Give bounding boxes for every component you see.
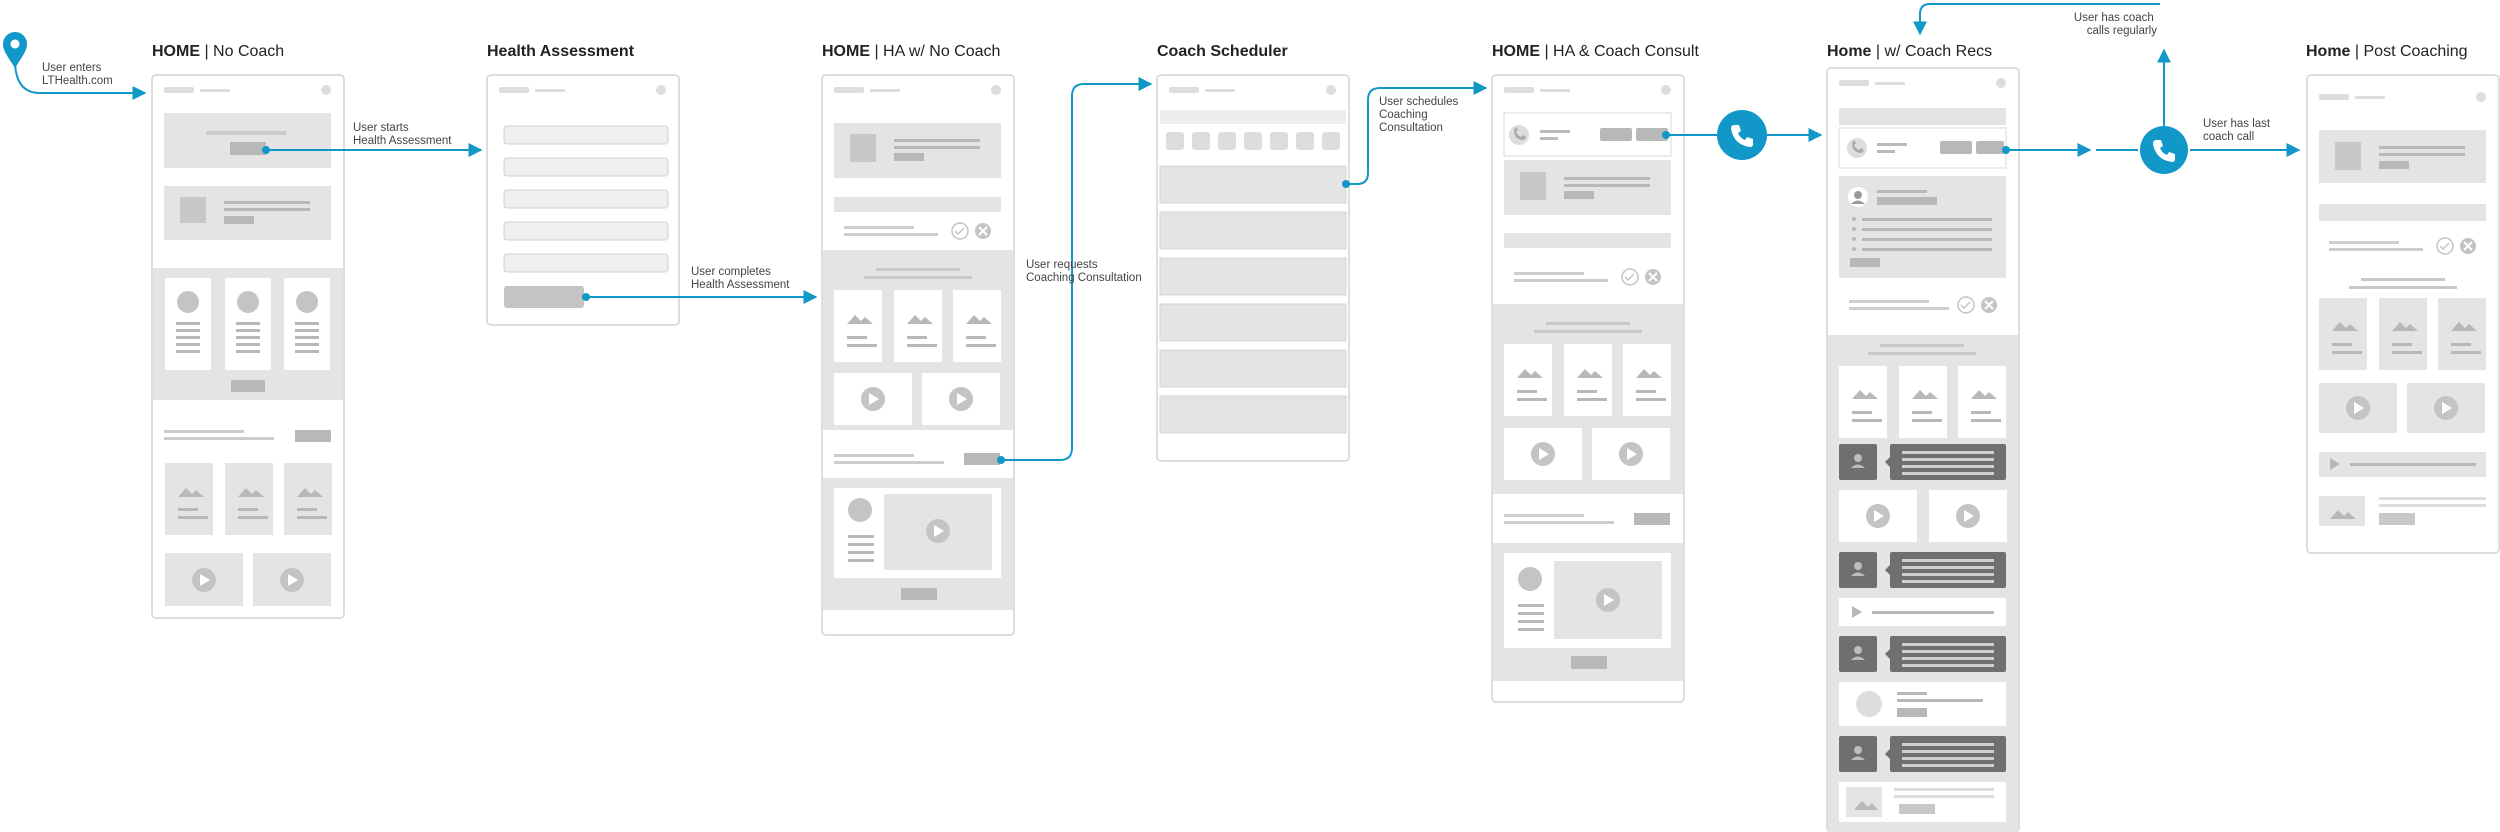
connector-dot <box>2002 146 2010 154</box>
wireframe-home-no-coach <box>151 74 345 619</box>
screen-title-home-ha-no-coach: HOME | HA w/ No Coach <box>822 43 1000 60</box>
connector-dot <box>997 456 1005 464</box>
annotation-regular-calls: User has coach calls regularly <box>2074 12 2157 37</box>
wireframe-home-ha-coach-consult <box>1491 74 1685 703</box>
screen-title-home-no-coach: HOME | No Coach <box>152 43 284 60</box>
screen-title-home-post-coaching: Home | Post Coaching <box>2306 43 2468 60</box>
annotation-user-enters: User enters LTHealth.com <box>42 62 113 87</box>
connector-dots <box>262 131 2010 464</box>
connector-dot <box>262 146 270 154</box>
annotation-user-schedules-consult: User schedules Coaching Consultation <box>1379 96 1461 134</box>
annotation-last-call: User has last coach call <box>2203 118 2273 143</box>
connector-request-consult <box>1001 77 1153 461</box>
wireframe-home-coach-recs <box>1826 67 2020 832</box>
screen-title-coach-scheduler: Coach Scheduler <box>1157 43 1288 60</box>
connector-dot <box>1662 131 1670 139</box>
connector-dot <box>1342 180 1350 188</box>
annotation-user-starts-ha: User starts Health Assessment <box>353 122 452 147</box>
phone-icon <box>1717 110 1767 160</box>
connector-dot <box>582 293 590 301</box>
phone-icon <box>2140 126 2188 174</box>
connector-schedule-consult <box>1346 81 1488 185</box>
connector-regular-loop-back <box>1913 3 2160 36</box>
annotation-user-requests-consult: User requests Coaching Consultation <box>1026 259 1142 284</box>
wireframe-health-assessment <box>486 74 680 326</box>
screen-title-health-assessment: Health Assessment <box>487 43 635 60</box>
location-pin-icon <box>3 32 27 68</box>
wireframe-home-ha-no-coach <box>821 74 1015 636</box>
wireframe-home-post-coaching <box>2306 74 2500 554</box>
screen-title-home-ha-coach-consult: HOME | HA & Coach Consult <box>1492 43 1699 60</box>
screen-title-home-coach-recs: Home | w/ Coach Recs <box>1827 43 1992 60</box>
flow-connectors <box>14 3 2301 461</box>
annotation-user-completes-ha: User completes Health Assessment <box>691 266 790 291</box>
wireframe-coach-scheduler <box>1156 74 1350 462</box>
